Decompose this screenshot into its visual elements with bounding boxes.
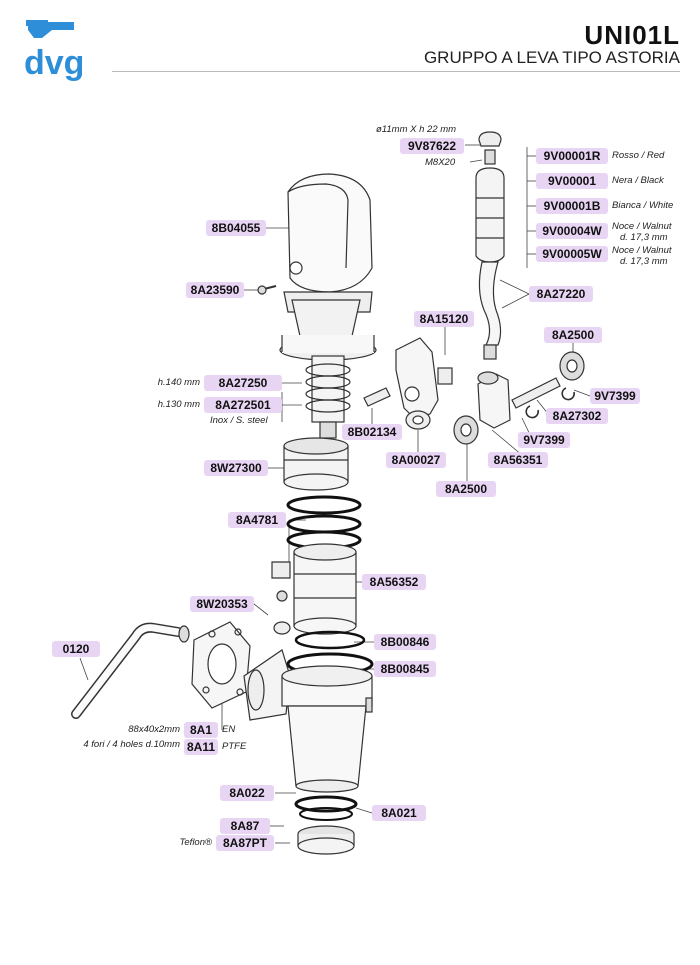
part-label[interactable]: 8B00846 <box>374 634 436 650</box>
part-label[interactable]: 9V00001 <box>536 173 608 189</box>
piston-gaskets <box>286 495 362 550</box>
dvg-logo: dvg <box>24 20 84 82</box>
lever-fork <box>477 371 511 429</box>
diameter-note: d. 17,3 mm <box>620 256 668 267</box>
lever-handle <box>475 167 505 360</box>
part-label[interactable]: 0120 <box>52 641 100 657</box>
part-label[interactable]: 8A27302 <box>546 408 608 424</box>
group-gasket <box>294 795 358 813</box>
material-note: Teflon® <box>179 837 212 848</box>
flange-gasket <box>191 621 251 709</box>
part-label[interactable]: 8A1 <box>184 722 218 738</box>
diameter-note: d. 17,3 mm <box>620 232 668 243</box>
part-label[interactable]: 8A021 <box>372 805 426 821</box>
group-body <box>243 649 373 793</box>
part-label[interactable]: 8W20353 <box>190 596 254 612</box>
pivot-pin <box>363 387 391 407</box>
part-label[interactable]: 8A022 <box>220 785 274 801</box>
lever-pivot-bracket <box>395 337 453 419</box>
part-label[interactable]: 8A27250 <box>204 375 282 391</box>
shower-screen <box>297 825 355 855</box>
part-label[interactable]: 8A87 <box>220 818 270 834</box>
height-note: h.140 mm <box>157 377 200 388</box>
leader-lines <box>79 144 591 844</box>
gasket-inner <box>299 807 353 821</box>
height-note: h.130 mm <box>157 399 200 410</box>
part-label[interactable]: 9V87622 <box>400 138 464 154</box>
holes-note: 4 fori / 4 holes d.10mm <box>83 739 180 750</box>
axle-shaft <box>511 377 561 409</box>
screw-size-note: M8X20 <box>425 157 456 168</box>
material-note: EN <box>222 724 236 735</box>
circlip-right <box>561 387 575 401</box>
cap-size-note: ø11mm X h 22 mm <box>376 124 457 135</box>
color-note: Nera / Black <box>612 175 664 186</box>
part-label[interactable]: 9V00001B <box>536 198 608 214</box>
part-label[interactable]: 8A272501 <box>204 397 282 413</box>
circlip-left <box>525 405 539 419</box>
material-note: Inox / S. steel <box>210 415 268 426</box>
header-divider <box>112 71 680 72</box>
piston-spring <box>305 355 351 439</box>
part-label[interactable]: 8B04055 <box>206 220 266 236</box>
part-label[interactable]: 8A11 <box>184 739 218 755</box>
model-code: UNI01L <box>584 20 680 50</box>
part-label[interactable]: 8A56352 <box>362 574 426 590</box>
bearing-lower <box>453 415 479 445</box>
side-screw <box>257 285 277 295</box>
lever-cap <box>478 131 502 165</box>
gasket-size-note: 88x40x2mm <box>128 724 180 735</box>
part-label[interactable]: 8A27220 <box>529 286 593 302</box>
part-label[interactable]: 9V7399 <box>518 432 570 448</box>
part-label[interactable]: 8A87PT <box>216 835 274 851</box>
washer <box>405 410 431 430</box>
color-note: Noce / Walnut <box>612 221 672 232</box>
part-label[interactable]: 8W27300 <box>204 460 268 476</box>
logo-text: dvg <box>24 44 84 82</box>
top-dome-cover <box>279 173 377 361</box>
part-label[interactable]: 9V00004W <box>536 223 608 239</box>
check-valve-parts <box>271 561 291 635</box>
material-note: PTFE <box>222 741 247 752</box>
part-label[interactable]: 8A2500 <box>436 481 496 497</box>
part-label[interactable]: 8A23590 <box>186 282 244 298</box>
cylinder <box>293 543 357 635</box>
part-label[interactable]: 8A00027 <box>386 452 446 468</box>
part-label[interactable]: 8A15120 <box>414 311 474 327</box>
color-note: Noce / Walnut <box>612 245 672 256</box>
part-label[interactable]: 8A2500 <box>544 327 602 343</box>
part-label[interactable]: 9V00001R <box>536 148 608 164</box>
part-label[interactable]: 8B00845 <box>374 661 436 677</box>
steam-pipe <box>71 622 190 719</box>
piston-head <box>283 437 349 491</box>
part-label[interactable]: 8B02134 <box>342 424 402 440</box>
part-label[interactable]: 9V00005W <box>536 246 608 262</box>
o-ring-upper <box>294 630 366 650</box>
part-label[interactable]: 9V7399 <box>590 388 640 404</box>
part-label[interactable]: 8A4781 <box>228 512 286 528</box>
bearing-upper <box>559 351 585 381</box>
assembly-title: GRUPPO A LEVA TIPO ASTORIA <box>423 48 680 67</box>
color-note: Bianca / White <box>612 200 674 211</box>
color-note: Rosso / Red <box>612 150 665 161</box>
part-label[interactable]: 8A56351 <box>488 452 548 468</box>
